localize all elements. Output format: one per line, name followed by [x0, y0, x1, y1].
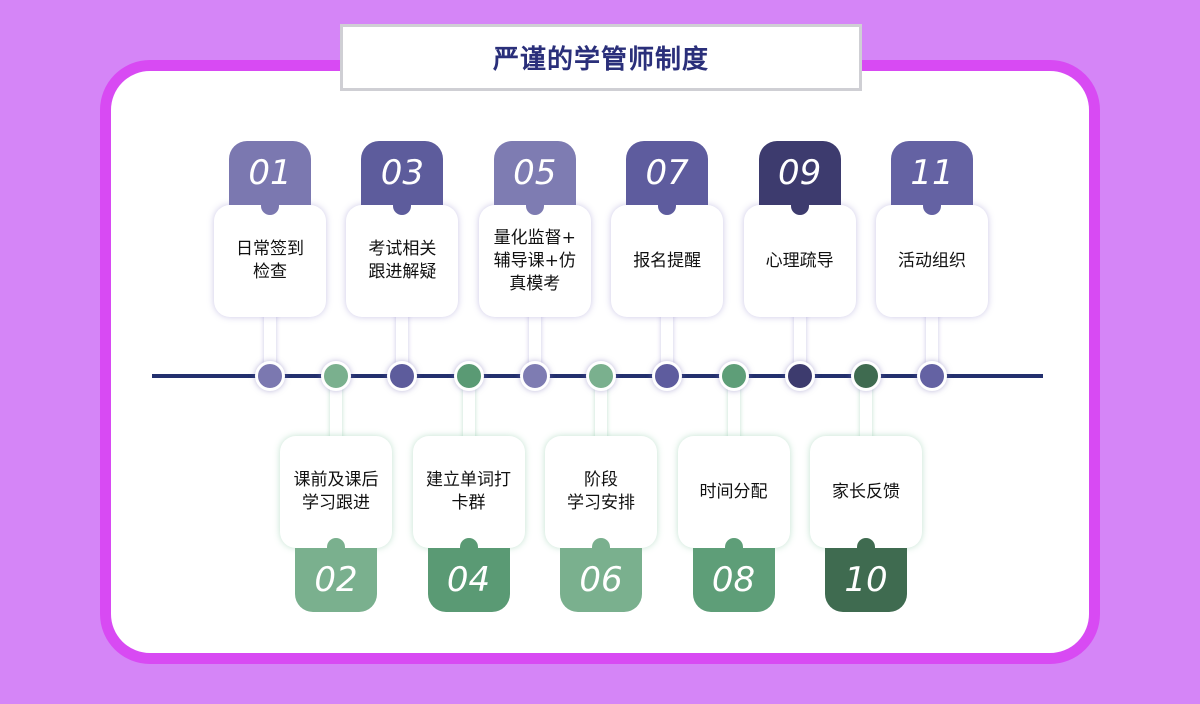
milestone-card: 课前及课后 学习跟进	[280, 436, 392, 548]
timeline-dot	[519, 361, 550, 391]
timeline-dot	[387, 361, 418, 391]
timeline-stem	[396, 310, 409, 368]
milestone-number-tab: 06	[560, 548, 642, 612]
milestone-number-tab: 04	[427, 548, 510, 612]
timeline-stem	[528, 310, 541, 368]
tab-notch	[327, 538, 345, 550]
tab-notch	[525, 203, 544, 215]
timeline-dot	[652, 361, 683, 391]
milestone-number-tab: 01	[229, 141, 311, 205]
timeline-stem	[595, 384, 607, 442]
timeline-stem	[860, 384, 872, 442]
milestone-number-tab: 09	[758, 141, 841, 205]
tab-notch	[592, 538, 610, 550]
timeline-stem	[793, 310, 806, 368]
milestone-number-tab: 08	[692, 548, 775, 612]
milestone-number-tab: 03	[361, 141, 444, 205]
page-title: 严谨的学管师制度	[340, 24, 862, 91]
milestone-card: 阶段 学习安排	[545, 436, 657, 548]
timeline-dot	[784, 361, 815, 391]
timeline-stem	[727, 384, 740, 442]
milestone-card: 量化监督+ 辅导课+仿 真模考	[478, 205, 591, 317]
tab-notch	[393, 203, 412, 215]
timeline-stem	[661, 310, 674, 368]
tab-notch	[923, 203, 941, 215]
timeline-dot	[586, 361, 616, 391]
timeline-stem	[926, 310, 938, 368]
timeline-stem	[330, 384, 342, 442]
timeline-dot	[718, 361, 749, 391]
milestone-card: 活动组织	[876, 205, 988, 317]
milestone-card: 报名提醒	[611, 205, 724, 317]
tab-notch	[459, 538, 478, 550]
tab-notch	[857, 538, 875, 550]
milestone-number-tab: 07	[626, 141, 709, 205]
timeline-dot	[321, 361, 351, 391]
timeline-stem	[462, 384, 475, 442]
milestone-card: 日常签到 检查	[214, 205, 326, 317]
timeline-stem	[264, 310, 276, 368]
tab-notch	[724, 538, 743, 550]
milestone-number-tab: 05	[493, 141, 576, 205]
timeline-dot	[917, 361, 947, 391]
tab-notch	[790, 203, 809, 215]
milestone-card: 考试相关 跟进解疑	[346, 205, 459, 317]
milestone-card: 建立单词打 卡群	[412, 436, 525, 548]
milestone-card: 时间分配	[677, 436, 790, 548]
milestone-number-tab: 11	[891, 141, 973, 205]
tab-notch	[261, 203, 279, 215]
milestone-number-tab: 10	[825, 548, 907, 612]
timeline-dot	[255, 361, 285, 391]
tab-notch	[658, 203, 677, 215]
timeline-dot	[851, 361, 881, 391]
timeline-dot	[453, 361, 484, 391]
milestone-card: 家长反馈	[810, 436, 922, 548]
milestone-card: 心理疏导	[743, 205, 856, 317]
milestone-number-tab: 02	[295, 548, 377, 612]
